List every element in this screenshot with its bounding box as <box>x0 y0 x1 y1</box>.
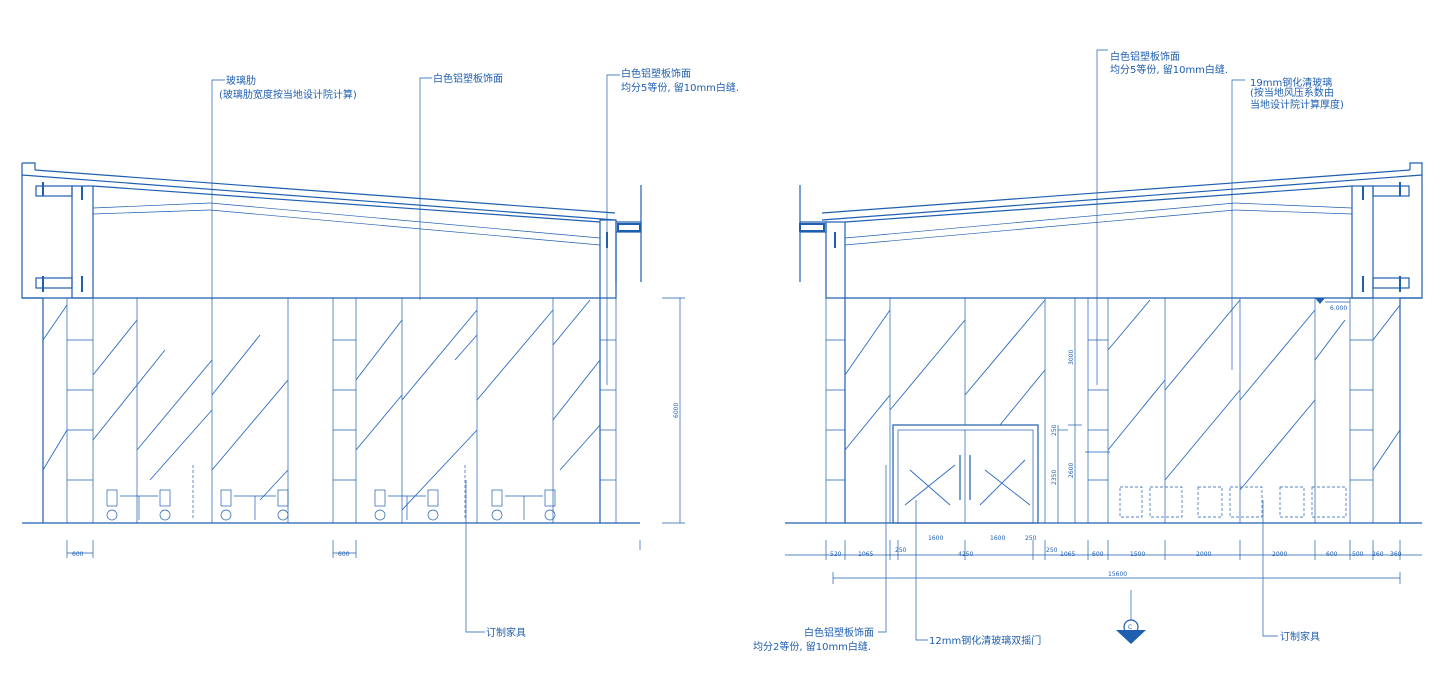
dim-500: 500 <box>1352 551 1364 558</box>
label-top-panel-2: 均分5等份, 留10mm白缝. <box>1110 63 1228 76</box>
label-door: 12mm钢化清玻璃双摇门 <box>929 634 1041 647</box>
label-glass-3: 当地设计院计算厚度) <box>1250 98 1344 111</box>
dim-250c: 250 <box>1046 547 1058 554</box>
right-elevation: 6.000 <box>753 49 1423 653</box>
dim-260: 260 <box>1372 551 1384 558</box>
section-mark: C <box>1116 590 1146 644</box>
label-bottom-panel-2: 均分2等份, 留10mm白缝. <box>753 640 871 653</box>
right-furniture <box>1085 451 1347 518</box>
level-6000: 6.000 <box>1330 305 1347 312</box>
dim-4250: 4250 <box>958 551 973 558</box>
dim-total: 15600 <box>1108 571 1127 578</box>
label-glass-fin: 玻璃肋 <box>226 74 256 87</box>
label-white-panel-right-1: 白色铝塑板饰面 <box>621 67 691 80</box>
label-custom-furniture-right: 订制家具 <box>1280 630 1320 643</box>
dim-250a: 250 <box>895 547 907 554</box>
section-mark-letter: C <box>1128 624 1132 631</box>
dim-v2350: 2350 <box>1051 470 1058 485</box>
left-glass-wall <box>22 282 640 524</box>
dim-2000b: 2000 <box>1272 551 1287 558</box>
label-white-panel: 白色铝塑板饰面 <box>433 72 503 85</box>
right-roof <box>799 162 1423 299</box>
left-dimensions: 6000 600 600 <box>66 297 685 558</box>
left-elevation: 6000 600 600 玻璃肋 (玻璃肋宽度按当地设计院计算) 白色铝塑板饰面… <box>21 67 739 639</box>
left-annotations: 玻璃肋 (玻璃肋宽度按当地设计院计算) 白色铝塑板饰面 白色铝塑板饰面 均分5等… <box>211 67 739 639</box>
label-custom-furniture-left: 订制家具 <box>486 626 526 639</box>
dim-left-600: 600 <box>72 551 84 558</box>
label-white-panel-right-2: 均分5等份, 留10mm白缝. <box>621 81 739 94</box>
dim-250b: 250 <box>1025 535 1037 542</box>
dim-1600b: 1600 <box>990 535 1005 542</box>
label-glass-2: (按当地风压系数由 <box>1250 86 1334 99</box>
dim-1500: 1500 <box>1130 551 1145 558</box>
dim-600: 600 <box>1092 551 1104 558</box>
label-glass-1: 19mm钢化清玻璃 <box>1250 76 1332 89</box>
dim-2000a: 2000 <box>1196 551 1211 558</box>
label-top-panel-1: 白色铝塑板饰面 <box>1110 50 1180 63</box>
dim-v3000: 3000 <box>1068 350 1075 365</box>
dim-v250: 250 <box>1051 424 1058 436</box>
dim-1600a: 1600 <box>928 535 943 542</box>
dim-1065a: 1065 <box>858 551 873 558</box>
dim-mid-600: 600 <box>338 551 350 558</box>
level-marker: 6.000 <box>1315 298 1350 312</box>
dim-520: 520 <box>830 551 842 558</box>
dim-600b: 600 <box>1326 551 1338 558</box>
left-roof <box>21 162 642 299</box>
dim-v2600: 2600 <box>1068 463 1075 478</box>
dim-1065b: 1065 <box>1060 551 1075 558</box>
right-annotations: 白色铝塑板饰面 均分5等份, 留10mm白缝. 19mm钢化清玻璃 (按当地风压… <box>753 49 1344 653</box>
left-furniture <box>106 465 556 521</box>
label-glass-fin-note: (玻璃肋宽度按当地设计院计算) <box>219 88 357 101</box>
dim-height-6000: 6000 <box>673 403 680 418</box>
label-bottom-panel-1: 白色铝塑板饰面 <box>804 626 874 639</box>
right-dimensions: 520 1065 250 1600 4250 1600 250 250 1065… <box>785 298 1422 584</box>
right-glass-wall <box>785 282 1422 524</box>
dim-360: 360 <box>1390 551 1402 558</box>
